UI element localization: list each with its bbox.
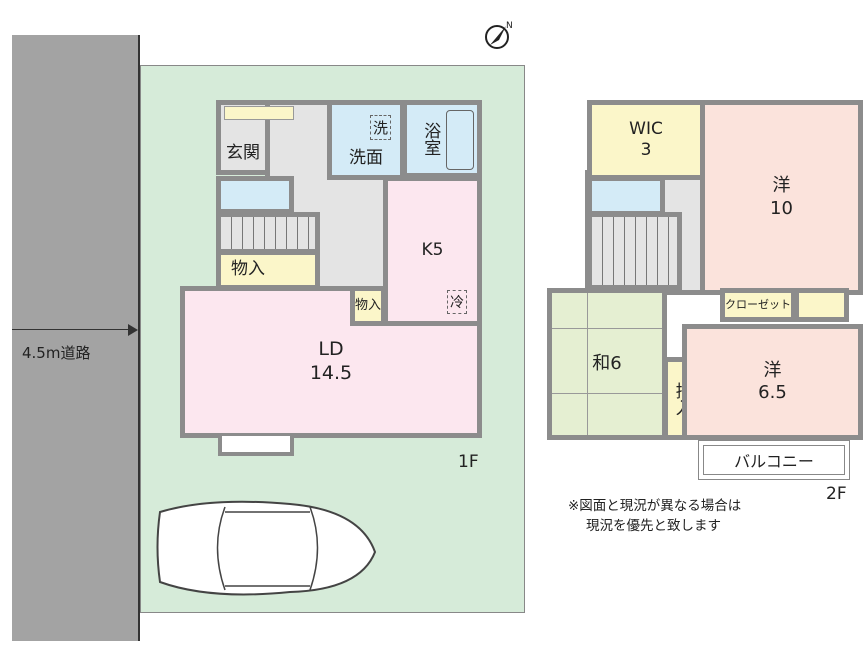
washroom-label: 洗面: [349, 147, 383, 168]
bath-label: 浴室: [420, 122, 441, 156]
closet-label: クローゼット: [725, 298, 791, 312]
storage-label: 物入: [231, 259, 265, 280]
balcony-label: バルコニー: [734, 452, 814, 471]
note: ※図面と現況が異なる場合は 現況を優先と致します: [568, 496, 741, 536]
japanese-room-label: 和6: [589, 352, 625, 376]
storage-small-1f: 物入: [350, 286, 386, 326]
road: [12, 35, 138, 641]
floor-1-label: 1F: [458, 452, 479, 472]
western1-label: 洋: [772, 175, 791, 196]
closet: クローゼット: [720, 288, 796, 322]
bathtub: [446, 110, 474, 170]
road-label: 4.5m道路: [22, 344, 91, 362]
western2-size: 6.5: [758, 382, 787, 403]
entrance-shelf: [224, 106, 294, 120]
balcony: バルコニー: [698, 440, 850, 480]
toilet-1f: [216, 176, 294, 214]
stairs-2f: [587, 212, 682, 290]
balcony-inner: バルコニー: [703, 445, 845, 475]
road-arrow-head-icon: [128, 324, 138, 336]
note-line-1: ※図面と現況が異なる場合は: [568, 498, 742, 514]
western2-label: 洋: [763, 359, 782, 381]
wic-label: WIC: [629, 118, 663, 139]
car-icon: [150, 492, 385, 606]
compass-icon: N: [482, 18, 516, 52]
stairs-1f: [216, 212, 320, 254]
ld-size: 14.5: [309, 362, 353, 384]
toilet-2f: [587, 176, 665, 216]
road-boundary-line: [138, 35, 140, 641]
washroom: 洗面: [327, 100, 405, 180]
bay-window: [218, 436, 294, 456]
kitchen: K5: [383, 176, 482, 326]
note-line-2: 現況を優先と致します: [586, 518, 721, 534]
western1-size: 10: [770, 197, 793, 219]
kitchen-label: K5: [421, 240, 444, 261]
closet-small: [794, 288, 849, 322]
road-arrow: [12, 329, 132, 330]
compass-label: N: [506, 21, 513, 31]
bathroom: 浴室: [402, 100, 482, 178]
washer-label: 洗: [370, 115, 392, 140]
ld-label: LD: [318, 338, 344, 361]
japanese-room: 和6: [547, 288, 667, 440]
floor-2-label: 2F: [826, 484, 847, 504]
storage-1f: 物入: [216, 250, 320, 290]
entrance-label: 玄関: [226, 142, 260, 163]
storage-small-label: 物入: [355, 297, 382, 313]
wic-size: 3: [640, 140, 652, 160]
fridge-label: 冷: [447, 290, 467, 314]
